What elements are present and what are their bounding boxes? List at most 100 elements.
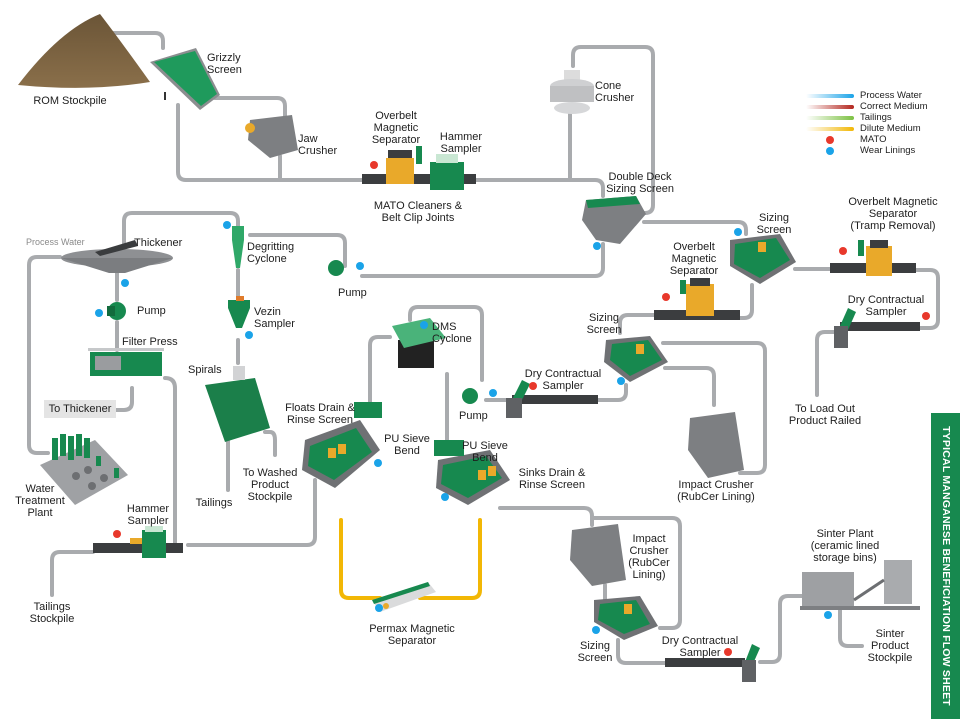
- legend-item-dilute-medium: Dilute Medium: [806, 123, 956, 134]
- pipe-impact2-loop: [590, 516, 682, 630]
- mato-marker: [724, 648, 732, 656]
- label-process-water: Process Water: [26, 237, 85, 247]
- wear-lining-marker: [489, 389, 497, 397]
- pipe-sinks-to-impact2: [498, 506, 594, 527]
- water-treatment-plant-icon: [40, 434, 128, 505]
- wear-lining-marker: [121, 279, 129, 287]
- wear-lining-marker: [245, 331, 253, 339]
- wear-lining-marker: [223, 221, 231, 229]
- legend-item-tailings: Tailings: [806, 112, 956, 123]
- legend-label: Correct Medium: [860, 100, 928, 112]
- label-water-treatment-plant: Water Treatment Plant: [15, 483, 65, 519]
- pump-1-icon: [107, 302, 126, 320]
- label-sizing-screen-1: Sizing Screen: [756, 212, 792, 236]
- title-bar: TYPICAL MANGANESE BENEFICIATION FLOW SHE…: [931, 413, 960, 719]
- correct-medium-pipes: [364, 478, 460, 530]
- dilute-medium-pipes: [339, 518, 482, 600]
- label-sinter-plant: Sinter Plant (ceramic lined storage bins…: [810, 528, 880, 564]
- wear-lining-markers: [95, 221, 832, 634]
- jaw-crusher-icon: [245, 115, 298, 158]
- legend: Process Water Correct Medium Tailings Di…: [806, 90, 956, 156]
- wear-lining-marker: [592, 626, 600, 634]
- label-filter-press: Filter Press: [122, 336, 178, 348]
- vezin-sampler-icon: [228, 296, 250, 328]
- label-sizing-screen-2: Sizing Screen: [586, 312, 622, 336]
- label-pump-3: Pump: [459, 410, 488, 422]
- mato-marker: [113, 530, 121, 538]
- label-to-load-out: To Load Out Product Railed: [788, 403, 862, 427]
- wear-lining-marker: [617, 377, 625, 385]
- thickener-icon: [61, 240, 173, 273]
- conveyor-overbelt-hammer-icon: [362, 146, 476, 190]
- overbelt-mag-sep-2-icon: [654, 278, 740, 320]
- mato-marker: [370, 161, 378, 169]
- dms-cyclone-icon: [392, 318, 446, 368]
- pipe-tramp-to-dry2: [913, 268, 940, 330]
- pipe-pump-to-cyclone: [248, 233, 347, 268]
- label-dry-sampler-1: Dry Contractual Sampler: [524, 368, 602, 392]
- mato-marker: [839, 247, 847, 255]
- pipe-sampler1-to-sizing: [596, 383, 628, 402]
- pump-3-icon: [462, 388, 478, 404]
- dry-sampler-3-icon: [665, 644, 760, 682]
- pump-2-icon: [328, 260, 344, 276]
- double-deck-screen-icon: [582, 196, 646, 244]
- dilute-medium-line-icon: [806, 126, 854, 131]
- sizing-screen-2-icon: [604, 336, 668, 382]
- legend-item-process-water: Process Water: [806, 90, 956, 101]
- mato-dot-icon: [826, 135, 834, 144]
- pipe-network: [27, 31, 940, 665]
- label-dry-sampler-3: Dry Contractual Sampler: [661, 635, 739, 659]
- label-mato-cleaners: MATO Cleaners & Belt Clip Joints: [373, 200, 463, 224]
- mato-markers: [113, 161, 930, 656]
- legend-label: Tailings: [860, 111, 892, 123]
- label-overbelt-mag-sep-2: Overbelt Magnetic Separator: [669, 241, 719, 277]
- wear-lining-marker: [441, 493, 449, 501]
- rom-stockpile-icon: [18, 14, 150, 88]
- label-pump-2: Pump: [338, 287, 367, 299]
- impact-crusher-1-icon: [688, 412, 744, 478]
- wear-lining-marker: [824, 611, 832, 619]
- label-rom-stockpile: ROM Stockpile: [33, 95, 107, 107]
- pipe-process-water: [27, 255, 62, 455]
- label-sinks-drain: Sinks Drain & Rinse Screen: [518, 467, 586, 491]
- sinks-drain-screen-icon: [434, 440, 510, 505]
- wear-lining-marker: [593, 242, 601, 250]
- correct-medium-line-icon: [806, 104, 854, 109]
- tailings-line-icon: [806, 115, 854, 120]
- label-impact-crusher-1: Impact Crusher (RubCer Lining): [677, 479, 755, 503]
- label-sinter-product: Sinter Product Stockpile: [867, 628, 913, 664]
- label-cone-crusher: Cone Crusher: [595, 80, 635, 104]
- legend-item-wear-linings: Wear Linings: [806, 145, 956, 156]
- overbelt-tramp-removal-icon: [830, 240, 916, 276]
- pipe-dms-top: [408, 305, 484, 382]
- legend-label: Dilute Medium: [860, 122, 921, 134]
- wear-lining-marker: [420, 321, 428, 329]
- label-grizzly-screen: Grizzly Screen: [207, 52, 242, 76]
- pipe-dd-to-sizing: [642, 220, 748, 236]
- label-to-thickener: To Thickener: [44, 400, 116, 418]
- cone-crusher-icon: [550, 70, 594, 114]
- wear-lining-marker: [374, 459, 382, 467]
- label-overbelt-tramp: Overbelt Magnetic Separator (Tramp Remov…: [848, 196, 938, 232]
- dry-sampler-2-icon: [834, 308, 920, 348]
- label-pu-sieve-bend-1: PU Sieve Bend: [384, 433, 430, 457]
- label-sizing-screen-3: Sizing Screen: [577, 640, 613, 664]
- legend-item-mato: MATO: [806, 134, 956, 145]
- pipe-cone-loop: [571, 45, 655, 215]
- label-to-washed-product: To Washed Product Stockpile: [242, 467, 298, 503]
- pipe-dd-down-to-pump: [360, 242, 605, 278]
- wear-lining-marker: [95, 309, 103, 317]
- pipe-dms-loop-left: [368, 335, 392, 407]
- permax-separator-icon: [372, 582, 436, 612]
- dry-sampler-1-icon: [506, 380, 598, 418]
- label-vezin-sampler: Vezin Sampler: [254, 306, 295, 330]
- pipe-sizing3-to-dry3: [616, 638, 667, 665]
- flow-sheet-title: TYPICAL MANGANESE BENEFICIATION FLOW SHE…: [939, 426, 952, 706]
- pipe-rom-to-grizzly: [103, 31, 165, 50]
- pipe-dry2-to-loadout: [815, 330, 842, 397]
- label-dms-cyclone: DMS Cyclone: [432, 321, 472, 345]
- label-tailings: Tailings: [195, 497, 233, 509]
- filter-press-icon: [88, 348, 164, 376]
- pipe-spirals-product: [263, 430, 277, 457]
